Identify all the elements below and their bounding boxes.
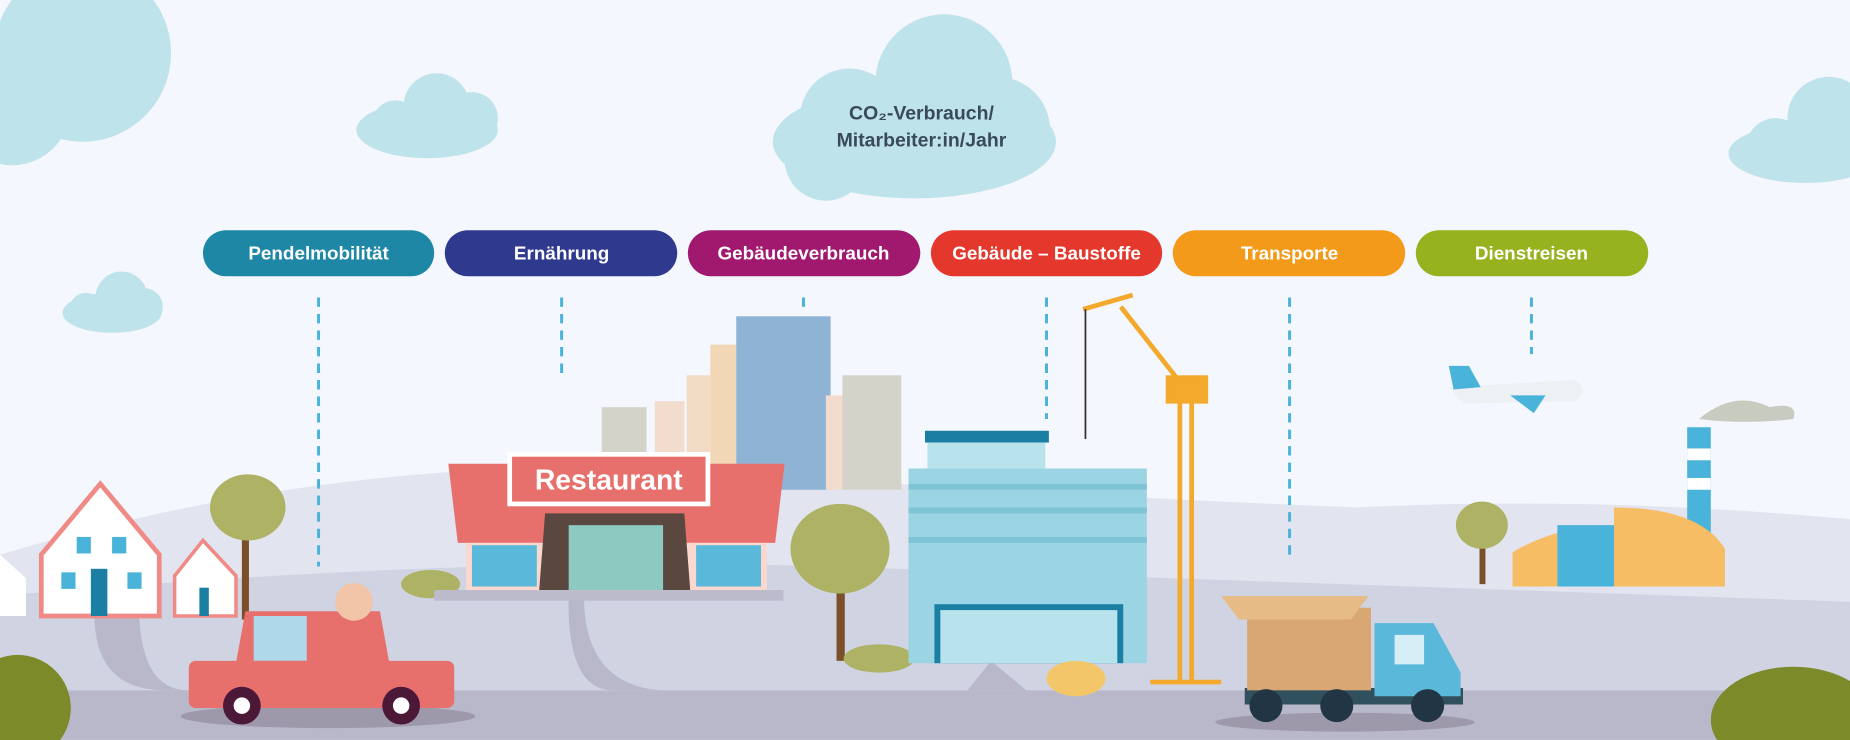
pill-label: Transporte [1241, 243, 1338, 264]
cloud-top-left [0, 0, 172, 166]
pill-background [687, 230, 921, 277]
car [180, 582, 476, 729]
restaurant-sign: Restaurant [535, 464, 683, 496]
houses [0, 480, 238, 619]
title-cloud [772, 14, 1056, 201]
pill-label: Dienstreisen [1475, 243, 1588, 264]
tree-right [1455, 501, 1508, 585]
category-gebaeudeverbrauch[interactable]: Gebäudeverbrauch [687, 230, 921, 277]
category-transporte[interactable]: Transporte [1172, 230, 1406, 277]
tree-left [210, 474, 286, 620]
office-building [908, 430, 1147, 664]
cloud-small-left [356, 73, 498, 159]
restaurant: Restaurant [434, 451, 785, 601]
pill-background [1415, 230, 1649, 277]
pill-label: Gebäude – Baustoffe [952, 243, 1141, 264]
pill-background [444, 230, 678, 277]
airplane [1448, 365, 1583, 414]
category-ernaehrung[interactable]: Ernährung [444, 230, 678, 277]
cloud-left-low [62, 271, 163, 333]
category-dienstreisen[interactable]: Dienstreisen [1415, 230, 1649, 277]
pill-background [1172, 230, 1406, 277]
cloud-title-line1: CO₂-Verbrauch/ [849, 102, 994, 124]
pill-label: Gebäudeverbrauch [718, 243, 890, 264]
crane [1082, 292, 1222, 685]
category-gebaeude-baustoffe[interactable]: Gebäude – Baustoffe [930, 230, 1163, 277]
pill-label: Pendelmobilität [248, 243, 389, 264]
cloud-title-line2: Mitarbeiter:in/Jahr [837, 129, 1007, 151]
sand-pile [1046, 660, 1106, 697]
pill-background [202, 230, 435, 277]
truck [1215, 595, 1475, 732]
category-pills: Pendelmobilität Ernährung Gebäudeverbrau… [202, 230, 1649, 277]
pill-background [930, 230, 1163, 277]
category-pendelmobilitaet[interactable]: Pendelmobilität [202, 230, 435, 277]
factory [1512, 400, 1795, 587]
tree-mid [790, 503, 890, 661]
pill-label: Ernährung [514, 243, 609, 264]
bushes [0, 569, 1850, 740]
cloud-right [1728, 76, 1850, 183]
